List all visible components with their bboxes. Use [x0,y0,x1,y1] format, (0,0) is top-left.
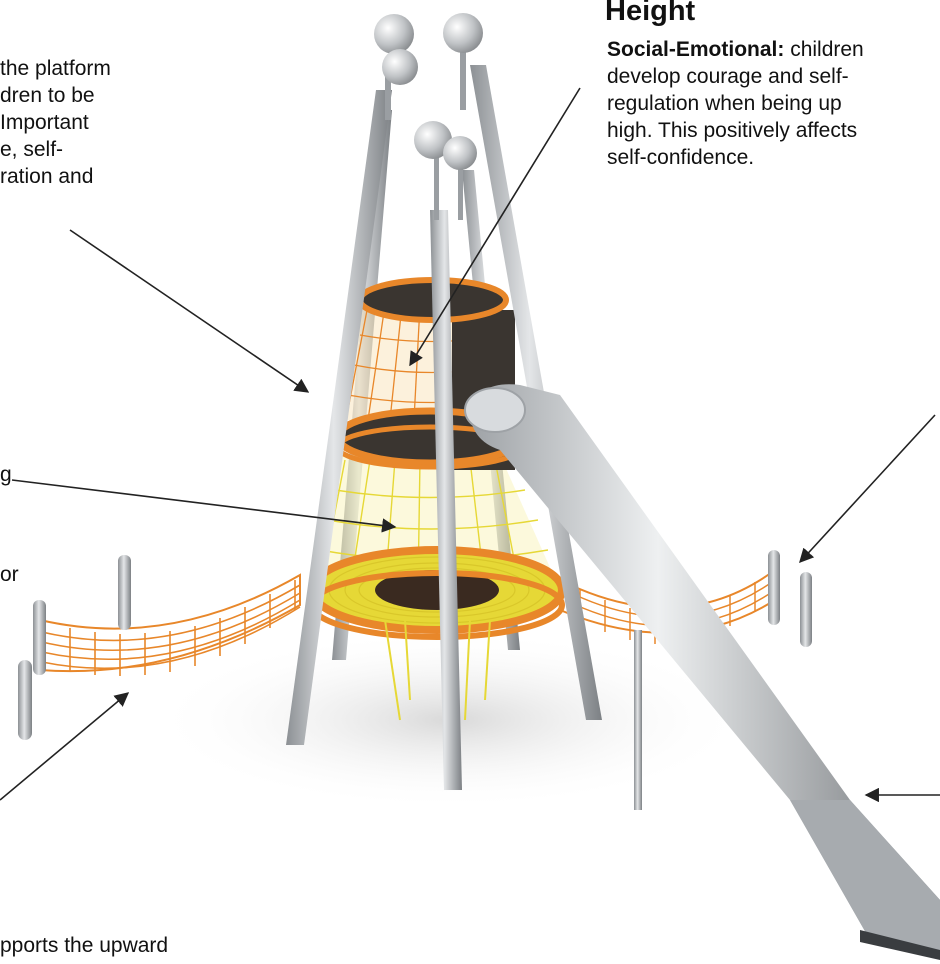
bottom-description-fragment: pports the upward [0,934,169,957]
height-heading: Height [605,0,696,27]
arrow [69,229,310,393]
arrow [409,87,581,367]
bridge-post [118,555,131,630]
pole-balls [374,13,483,170]
arrow [0,692,130,801]
net-description-fragment: g [0,463,12,486]
left-rope-bridge [18,555,301,740]
bridge-post [768,550,780,625]
social-emotional-label: Social-Emotional: [607,38,785,61]
tower-net [308,277,566,721]
social-emotional-description: Social-Emotional: children develop coura… [607,38,864,169]
annotation-arrows [0,87,940,803]
bridge-post [800,572,812,647]
arrow [11,479,397,533]
bridge-post [33,600,46,675]
slide [464,384,940,960]
bridge-post [18,660,32,740]
arrow [799,414,936,564]
platform-description: the platform dren to be Important e, sel… [0,57,111,188]
bridge-description-fragment: or [0,563,19,586]
